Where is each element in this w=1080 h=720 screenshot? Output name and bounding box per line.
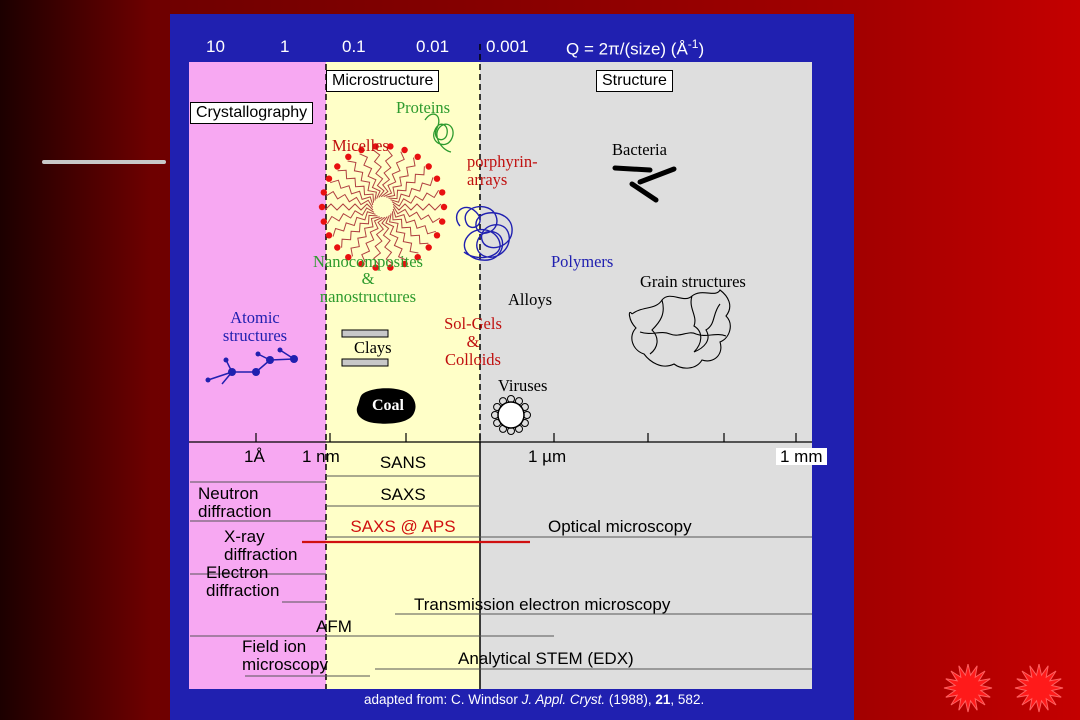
q-tick-label: 10 xyxy=(206,37,225,56)
field-ion-microscopy-label: Field ion xyxy=(242,637,307,656)
sol-gels-label: Sol-Gels xyxy=(444,314,502,333)
porphyrin-label: arrays xyxy=(467,170,508,189)
bacteria-label: Bacteria xyxy=(612,140,667,159)
porphyrin-label: porphyrin- xyxy=(467,152,538,171)
analytical-stem-label: Analytical STEM (EDX) xyxy=(458,649,634,668)
grain-structure-illustration xyxy=(628,289,731,369)
colloids-label: Colloids xyxy=(445,350,501,369)
saxs-label: SAXS xyxy=(380,485,426,504)
xray-diffraction-label: diffraction xyxy=(224,545,298,564)
grain-structures-label: Grain structures xyxy=(640,272,746,291)
clays-label: Clays xyxy=(354,338,392,357)
structure-label: Structure xyxy=(596,70,673,92)
afm-label: AFM xyxy=(316,617,352,636)
size-axis-ticks xyxy=(255,433,797,442)
polymer-illustration xyxy=(455,205,513,261)
nanocomposites-label: Nanocomposites xyxy=(313,252,423,271)
clay-layer-icon xyxy=(341,329,389,338)
microstructure-region xyxy=(326,62,480,689)
protein-illustration xyxy=(424,113,454,153)
polymers-label: Polymers xyxy=(551,252,614,271)
size-label-angstrom: 1Å xyxy=(244,447,265,466)
coal-illustration xyxy=(356,388,416,424)
electron-diffraction-label: diffraction xyxy=(206,581,280,600)
viruses-label: Viruses xyxy=(498,376,548,395)
star-burst-icon[interactable] xyxy=(943,664,993,713)
technique-row-lines xyxy=(190,475,812,677)
slide-decoration-line xyxy=(42,160,166,164)
q-tick-label: 0.001 xyxy=(486,37,529,56)
micelle-illustration xyxy=(318,143,448,271)
sans-label: SANS xyxy=(379,453,427,472)
tem-label: Transmission electron microscopy xyxy=(414,595,671,614)
proteins-label: Proteins xyxy=(396,98,451,117)
atomic-structure-illustration xyxy=(205,347,298,385)
atomic-structures-label: Atomic xyxy=(230,308,280,327)
structure-region xyxy=(480,62,812,689)
neutron-diffraction-label: diffraction xyxy=(198,502,272,521)
citation: adapted from: C. Windsor J. Appl. Cryst.… xyxy=(364,692,705,707)
q-tick-label: 0.01 xyxy=(416,37,450,56)
q-axis-label: Q = 2π/(size) (Å-1) xyxy=(566,37,705,59)
field-ion-microscopy-label: microscopy xyxy=(242,655,328,674)
nanocomposites-label: & xyxy=(361,269,375,288)
saxs-aps-label: SAXS @ APS xyxy=(350,517,456,536)
star-burst-icon[interactable] xyxy=(1014,664,1064,713)
sol-gels-label: & xyxy=(466,332,480,351)
bacteria-illustration xyxy=(612,165,677,203)
micelles-label: Micelles xyxy=(332,136,389,155)
atomic-structures-label: structures xyxy=(222,326,288,345)
clay-layer-icon xyxy=(341,358,389,367)
size-label-um: 1 µm xyxy=(528,447,567,466)
microstructure-label: Microstructure xyxy=(326,70,440,92)
alloys-label: Alloys xyxy=(508,290,553,309)
length-scale-diagram xyxy=(189,44,812,689)
q-tick-label: 0.1 xyxy=(342,37,366,56)
neutron-diffraction-label: Neutron xyxy=(198,484,259,503)
star-burst-decorations xyxy=(943,664,1064,713)
virus-illustration xyxy=(491,395,531,435)
electron-diffraction-label: Electron xyxy=(206,563,269,582)
nanostructures-label: nanostructures xyxy=(319,287,417,306)
crystallography-label: Crystallography xyxy=(190,102,314,124)
optical-microscopy-label: Optical microscopy xyxy=(548,517,692,536)
q-tick-label: 1 xyxy=(280,37,290,56)
xray-diffraction-label: X-ray xyxy=(224,527,265,546)
coal-label: Coal xyxy=(372,397,404,414)
diagram-panel: 10 1 0.1 0.01 0.001 Q = 2π/(size) (Å-1) … xyxy=(170,14,854,720)
size-label-nm: 1 nm xyxy=(302,447,340,466)
size-label-mm: 1 mm xyxy=(776,448,827,465)
